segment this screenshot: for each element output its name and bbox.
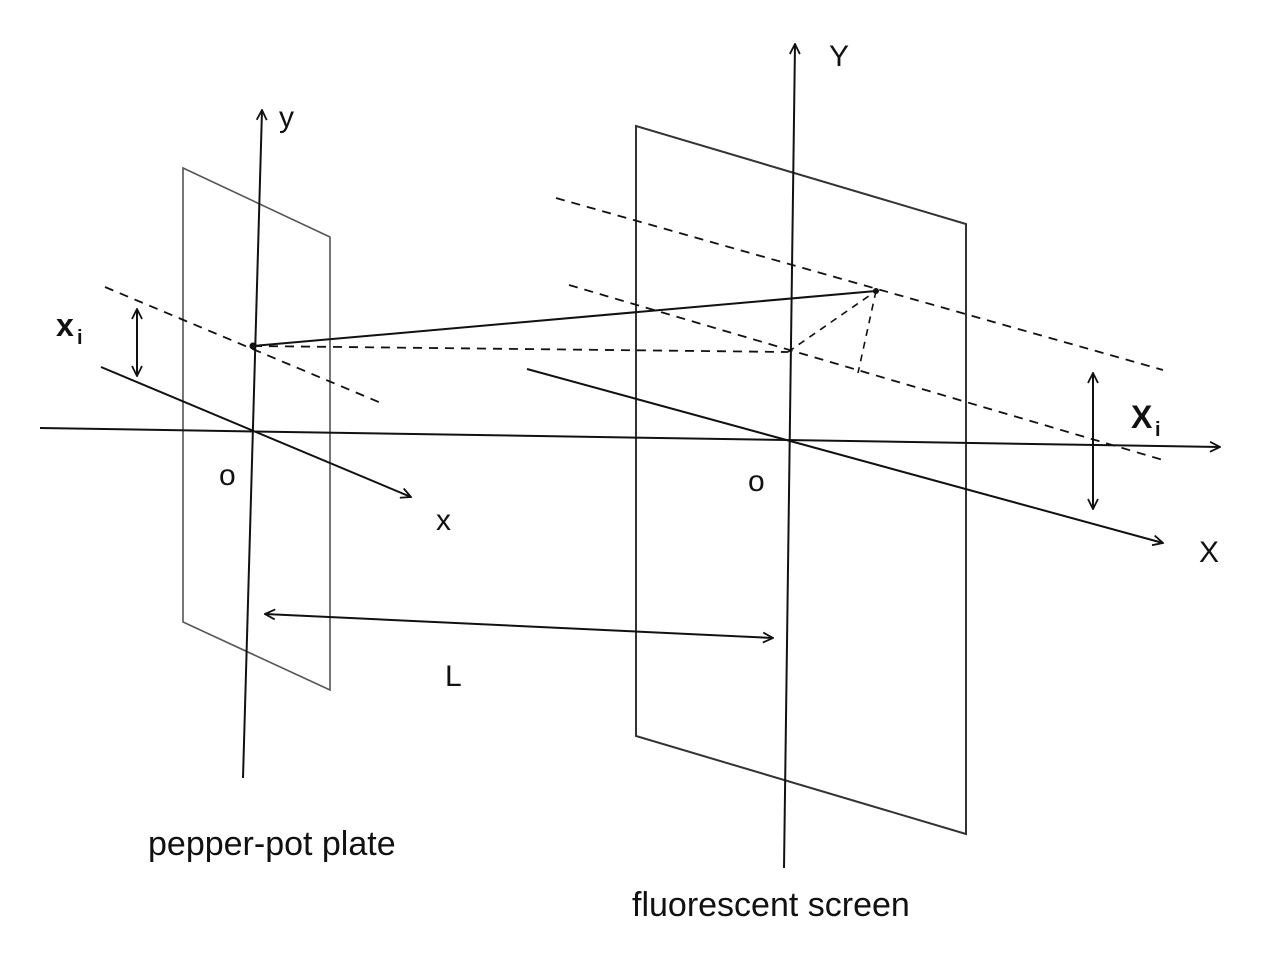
screen-x-axis xyxy=(526,368,1163,543)
plate-hole-point xyxy=(249,342,257,350)
plate-x-axis xyxy=(100,366,411,497)
screen-origin-label: o xyxy=(748,465,765,498)
Xi-subscript: i xyxy=(1155,419,1161,441)
spot-drop-dashed xyxy=(857,290,877,374)
beam-axis xyxy=(39,427,1220,447)
beamlet-ray xyxy=(252,290,877,347)
distance-L-label: L xyxy=(445,660,462,693)
screen-offset-dashed-line-upper xyxy=(555,197,1164,371)
plate-y-label: y xyxy=(279,101,294,134)
screen-spot-point xyxy=(873,288,879,294)
plate-caption: pepper-pot plate xyxy=(148,825,396,863)
screen-offset-dashed-line-lower xyxy=(568,284,1164,461)
straight-projection-dashed xyxy=(252,345,789,353)
screen-y-axis xyxy=(783,44,795,869)
distance-L-arrow xyxy=(265,614,773,638)
screen-x-label: X xyxy=(1199,536,1219,569)
spot-to-projection-dashed xyxy=(787,290,877,353)
screen-y-label: Y xyxy=(829,40,849,73)
xi-label: x xyxy=(56,307,74,343)
plate-origin-label: o xyxy=(219,459,236,492)
screen-caption: fluorescent screen xyxy=(632,886,910,924)
Xi-label: X xyxy=(1131,399,1153,435)
plate-offset-dashed-line xyxy=(104,286,382,404)
pepper-pot-plate xyxy=(182,166,331,692)
fluorescent-screen xyxy=(635,124,967,836)
plate-x-label: x xyxy=(436,504,451,537)
plate-y-axis xyxy=(242,110,262,779)
xi-subscript: i xyxy=(77,327,83,349)
